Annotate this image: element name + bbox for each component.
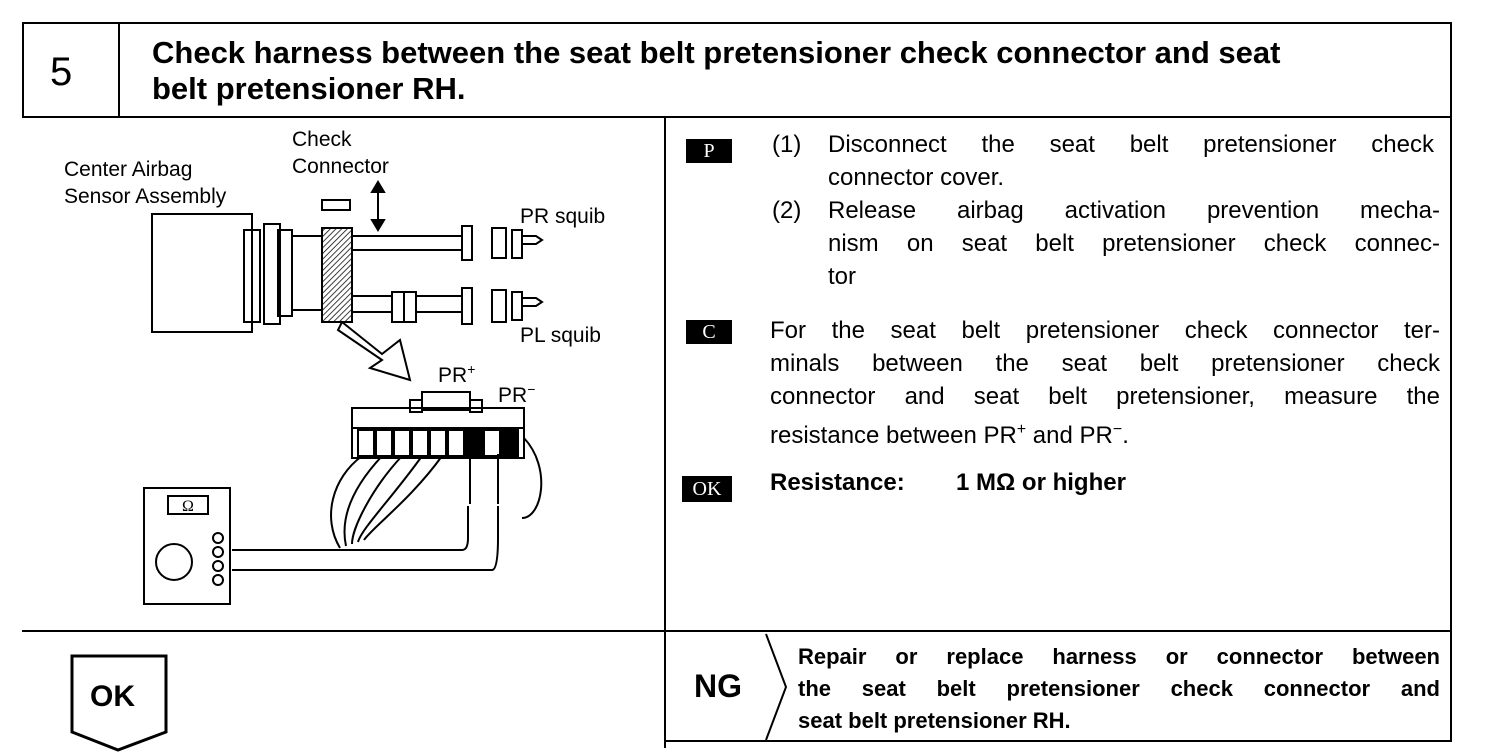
prep-1-num: (1) — [772, 131, 802, 158]
body-bottom-rule — [22, 630, 1452, 632]
check-connector — [321, 227, 353, 323]
check-badge: C — [686, 320, 732, 344]
step-number: 5 — [50, 50, 73, 94]
prep-2-line3: tor — [828, 263, 857, 290]
prep-2-line1: Release airbag activation prevention mec… — [828, 197, 1440, 224]
ng-box-border — [664, 740, 1452, 742]
body-divider — [664, 118, 666, 748]
ng-label: NG — [694, 668, 742, 704]
harness-diagram: Ω — [143, 180, 544, 605]
resistance-value: 1 MΩ or higher — [956, 469, 1126, 496]
step-number-divider — [118, 22, 120, 118]
meter-symbol-text: Ω — [182, 498, 194, 515]
body-right-border — [1450, 118, 1452, 632]
check-line1: For the seat belt pretensioner check con… — [770, 317, 1440, 344]
connector-enlarged — [351, 407, 525, 459]
ng-line3: seat belt pretensioner RH. — [798, 708, 1071, 733]
ng-line2: the seat belt pretensioner check connect… — [798, 676, 1440, 701]
label-center-airbag-line2: Sensor Assembly — [64, 185, 227, 208]
ok-badge: OK — [682, 476, 732, 502]
label-center-airbag-line1: Center Airbag — [64, 158, 193, 181]
ok-outcome-label: OK — [90, 680, 135, 713]
label-pr-plus: PR+ — [438, 361, 476, 387]
check-line3: connector and seat belt pretensioner, me… — [770, 383, 1440, 410]
label-check-line1: Check — [292, 128, 352, 151]
label-check-line2: Connector — [292, 155, 389, 178]
label-pr-squib: PR squib — [520, 205, 606, 228]
prep-badge: P — [686, 139, 732, 163]
label-pr-minus: PR− — [498, 381, 536, 407]
check-line2: minals between the seat belt pretensione… — [770, 350, 1440, 377]
step-header — [22, 22, 1452, 118]
prep-2-num: (2) — [772, 197, 802, 224]
step-title-line1: Check harness between the seat belt pret… — [152, 35, 1281, 70]
check-line4: resistance between PR+ and PR−. — [770, 421, 1129, 449]
ohmmeter — [143, 487, 231, 605]
center-airbag-sensor — [151, 213, 253, 333]
ng-box-right — [1450, 632, 1452, 742]
ok-outcome-box — [70, 654, 168, 752]
step-title-line2: belt pretensioner RH. — [152, 71, 466, 106]
resistance-label: Resistance: — [770, 469, 905, 496]
ng-line1: Repair or replace harness or connector b… — [798, 644, 1440, 669]
prep-1-line2: connector cover. — [828, 164, 1005, 191]
prep-2-line2: nism on seat belt pretensioner check con… — [828, 230, 1440, 257]
label-pl-squib: PL squib — [520, 324, 601, 347]
prep-1-line1: Disconnect the seat belt pretensioner ch… — [828, 131, 1434, 158]
ng-divider-chevron — [765, 633, 788, 741]
